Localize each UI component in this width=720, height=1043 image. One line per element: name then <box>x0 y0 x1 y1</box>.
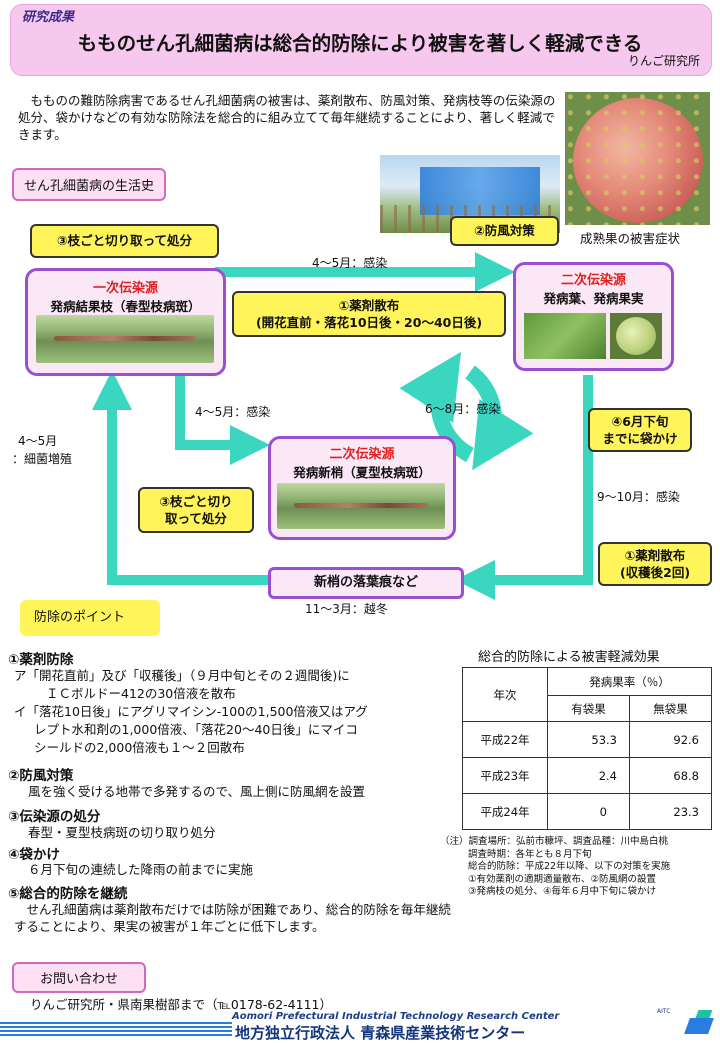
note-line: （注）調査場所：弘前市糠坪、調査品種：川中島白桃 <box>440 836 669 847</box>
measure-bagging-line1: ④6月下旬 <box>611 414 669 429</box>
col-year-header: 年次 <box>462 667 548 722</box>
measure-bagging: ④6月下旬 までに袋かけ <box>588 408 692 452</box>
measure-cut-top: ③枝ごと切り取って処分 <box>30 224 219 258</box>
secondary-leaf-title: 二次伝染源 <box>560 273 626 288</box>
measure-windbreak: ②防風対策 <box>450 216 559 246</box>
row-bag: 2.4 <box>547 757 630 794</box>
point1-b-line2: レプト水和剤の1,000倍液、「落花20～40日後」にマイコ <box>34 722 358 737</box>
category-label: 研究成果 <box>22 10 75 25</box>
row-bag: 53.3 <box>547 721 630 758</box>
point5-heading: ⑤総合的防除を継続 <box>8 886 128 902</box>
footer-japanese: 地方独立行政法人 青森県産業技術センター <box>235 1024 526 1042</box>
table-row: 平成23年 2.4 68.8 <box>462 757 712 794</box>
secondary-shoot-box: 二次伝染源 発病新梢（夏型枝病斑） <box>268 436 456 540</box>
measure-spray2-line2: (収穫後2回) <box>619 565 691 580</box>
note-line: 総合的防除：平成22年以降、以下の対策を実施 <box>468 861 671 872</box>
lifecycle-label: せん孔細菌病の生活史 <box>12 168 167 201</box>
shoot-twig-photo <box>277 483 445 529</box>
point1-a-line1: ア「開花直前」及び「収穫後」（９月中旬とその２週間後)に <box>14 668 350 683</box>
primary-twig-photo <box>36 315 214 363</box>
measure-cut-mid: ③枝ごと切り 取って処分 <box>138 487 254 533</box>
secondary-shoot-title: 二次伝染源 <box>329 447 395 462</box>
primary-source-sub: 発病結果枝（春型枝病斑） <box>50 299 201 314</box>
leaf-scar-box: 新梢の落葉痕など <box>268 567 464 599</box>
secondary-leaf-sub: 発病葉、発病果実 <box>543 291 644 306</box>
point1-heading: ①薬剤防除 <box>8 652 74 668</box>
effect-table-caption: 総合的防除による被害軽減効果 <box>478 650 660 665</box>
measure-spray1-line1: ①薬剤散布 <box>338 298 400 313</box>
row-year: 平成22年 <box>462 721 548 758</box>
point1-a-line2: ＩＣボルドー412の30倍液を散布 <box>46 686 236 701</box>
contact-label: お問い合わせ <box>12 962 147 993</box>
flow-nov-mar: 11～3月：越冬 <box>305 602 388 616</box>
flow-sep-oct: 9～10月：感染 <box>597 490 680 504</box>
effect-table: 年次 発病果率（％） 有袋果 無袋果 平成22年 53.3 92.6 平成23年… <box>462 667 712 830</box>
measure-cut-mid-line2: 取って処分 <box>165 511 227 526</box>
symptom-caption: 成熟果の被害症状 <box>580 231 681 246</box>
measure-spray2: ①薬剤散布 (収穫後2回) <box>598 542 712 586</box>
primary-source-box: 一次伝染源 発病結果枝（春型枝病斑） <box>25 268 226 376</box>
col-nobag-header: 無袋果 <box>629 695 712 722</box>
secondary-leaf-box: 二次伝染源 発病葉、発病果実 <box>513 262 674 371</box>
primary-source-title: 一次伝染源 <box>92 281 158 296</box>
footer-english: Aomori Prefectural Industrial Technology… <box>232 1011 560 1022</box>
point1-b-line1: イ「落花10日後」にアグリマイシン-100の1,500倍液又はアグ <box>14 704 368 719</box>
flow-apr-may-mid: 4～5月：感染 <box>195 405 271 419</box>
intro-text: もものの難防除病害であるせん孔細菌病の被害は、薬剤散布、防風対策、発病枝等の伝染… <box>18 93 556 142</box>
point5-body: せん孔細菌病は薬剤散布だけでは防除が困難であり、総合的防除を毎年継続することによ… <box>14 902 451 934</box>
point1-b-line3: シールドの2,000倍液も１～２回散布 <box>34 740 245 755</box>
title-banner <box>10 4 712 76</box>
measure-cut-mid-line1: ③枝ごと切り <box>159 494 233 509</box>
row-nobag: 23.3 <box>629 793 712 830</box>
measure-spray1-line2: (開花直前・落花10日後・20～40日後) <box>255 315 483 330</box>
table-row: 平成22年 53.3 92.6 <box>462 721 712 758</box>
table-notes: （注）調査場所：弘前市糠坪、調査品種：川中島白桃 調査時期：各年とも８月下旬 総… <box>440 836 716 899</box>
row-year: 平成23年 <box>462 757 548 794</box>
row-nobag: 92.6 <box>629 721 712 758</box>
measure-bagging-line2: までに袋かけ <box>602 431 678 446</box>
col-bag-header: 有袋果 <box>547 695 630 722</box>
point3-heading: ③伝染源の処分 <box>8 809 101 825</box>
arrow-scar-to-primary <box>92 370 268 585</box>
row-bag: 0 <box>547 793 630 830</box>
flow-jun-aug: 6～8月：感染 <box>425 402 501 416</box>
point4-body: ６月下旬の連続した降雨の前までに実施 <box>28 862 254 877</box>
cycle-arrow-up <box>399 351 474 463</box>
row-nobag: 68.8 <box>629 757 712 794</box>
secondary-shoot-sub: 発病新梢（夏型枝病斑） <box>293 465 431 480</box>
point2-body: 風を強く受ける地帯で多発するので、風上側に防風網を設置 <box>28 784 366 799</box>
flow-apr-may-left-2: ：細菌増殖 <box>12 452 73 466</box>
table-row: 平成24年 0 23.3 <box>462 793 712 830</box>
organization-name: りんご研究所 <box>627 54 700 68</box>
footer-logo-text: AITC <box>657 1008 671 1015</box>
leaf-photo <box>524 313 606 359</box>
measure-spray2-line1: ①薬剤散布 <box>624 548 686 563</box>
flow-apr-may-top: 4～5月：感染 <box>312 256 388 270</box>
point3-body: 春型・夏型枝病斑の切り取り処分 <box>28 825 216 840</box>
cycle-arrow-down <box>465 365 534 471</box>
footer-stripes <box>0 1022 232 1036</box>
row-year: 平成24年 <box>462 793 548 830</box>
col-rate-header: 発病果率（％） <box>547 667 712 696</box>
page-title: もものせん孔細菌病は総合的防除により被害を著しく軽減できる <box>77 32 643 55</box>
point2-heading: ②防風対策 <box>8 768 74 784</box>
arrow-primary-to-shoot <box>175 375 270 465</box>
point4-heading: ④袋かけ <box>8 847 60 863</box>
peach-symptom-photo <box>565 92 710 225</box>
fruit-photo <box>610 313 662 359</box>
footer-logo: AITC <box>657 1008 715 1036</box>
measure-spray1: ①薬剤散布 (開花直前・落花10日後・20～40日後) <box>232 291 506 337</box>
contact-text: りんご研究所・県南果樹部まで（℡0178-62-4111） <box>30 997 332 1012</box>
flow-apr-may-left-1: 4～5月 <box>18 434 58 448</box>
note-line: ①有効薬剤の適期適量散布、②防風網の設置 <box>468 873 657 885</box>
points-label: 防除のポイント <box>20 600 160 636</box>
note-line: ③発病枝の処分、④毎年６月中下旬に袋かけ <box>468 886 657 897</box>
note-line: 調査時期：各年とも８月下旬 <box>468 848 592 860</box>
